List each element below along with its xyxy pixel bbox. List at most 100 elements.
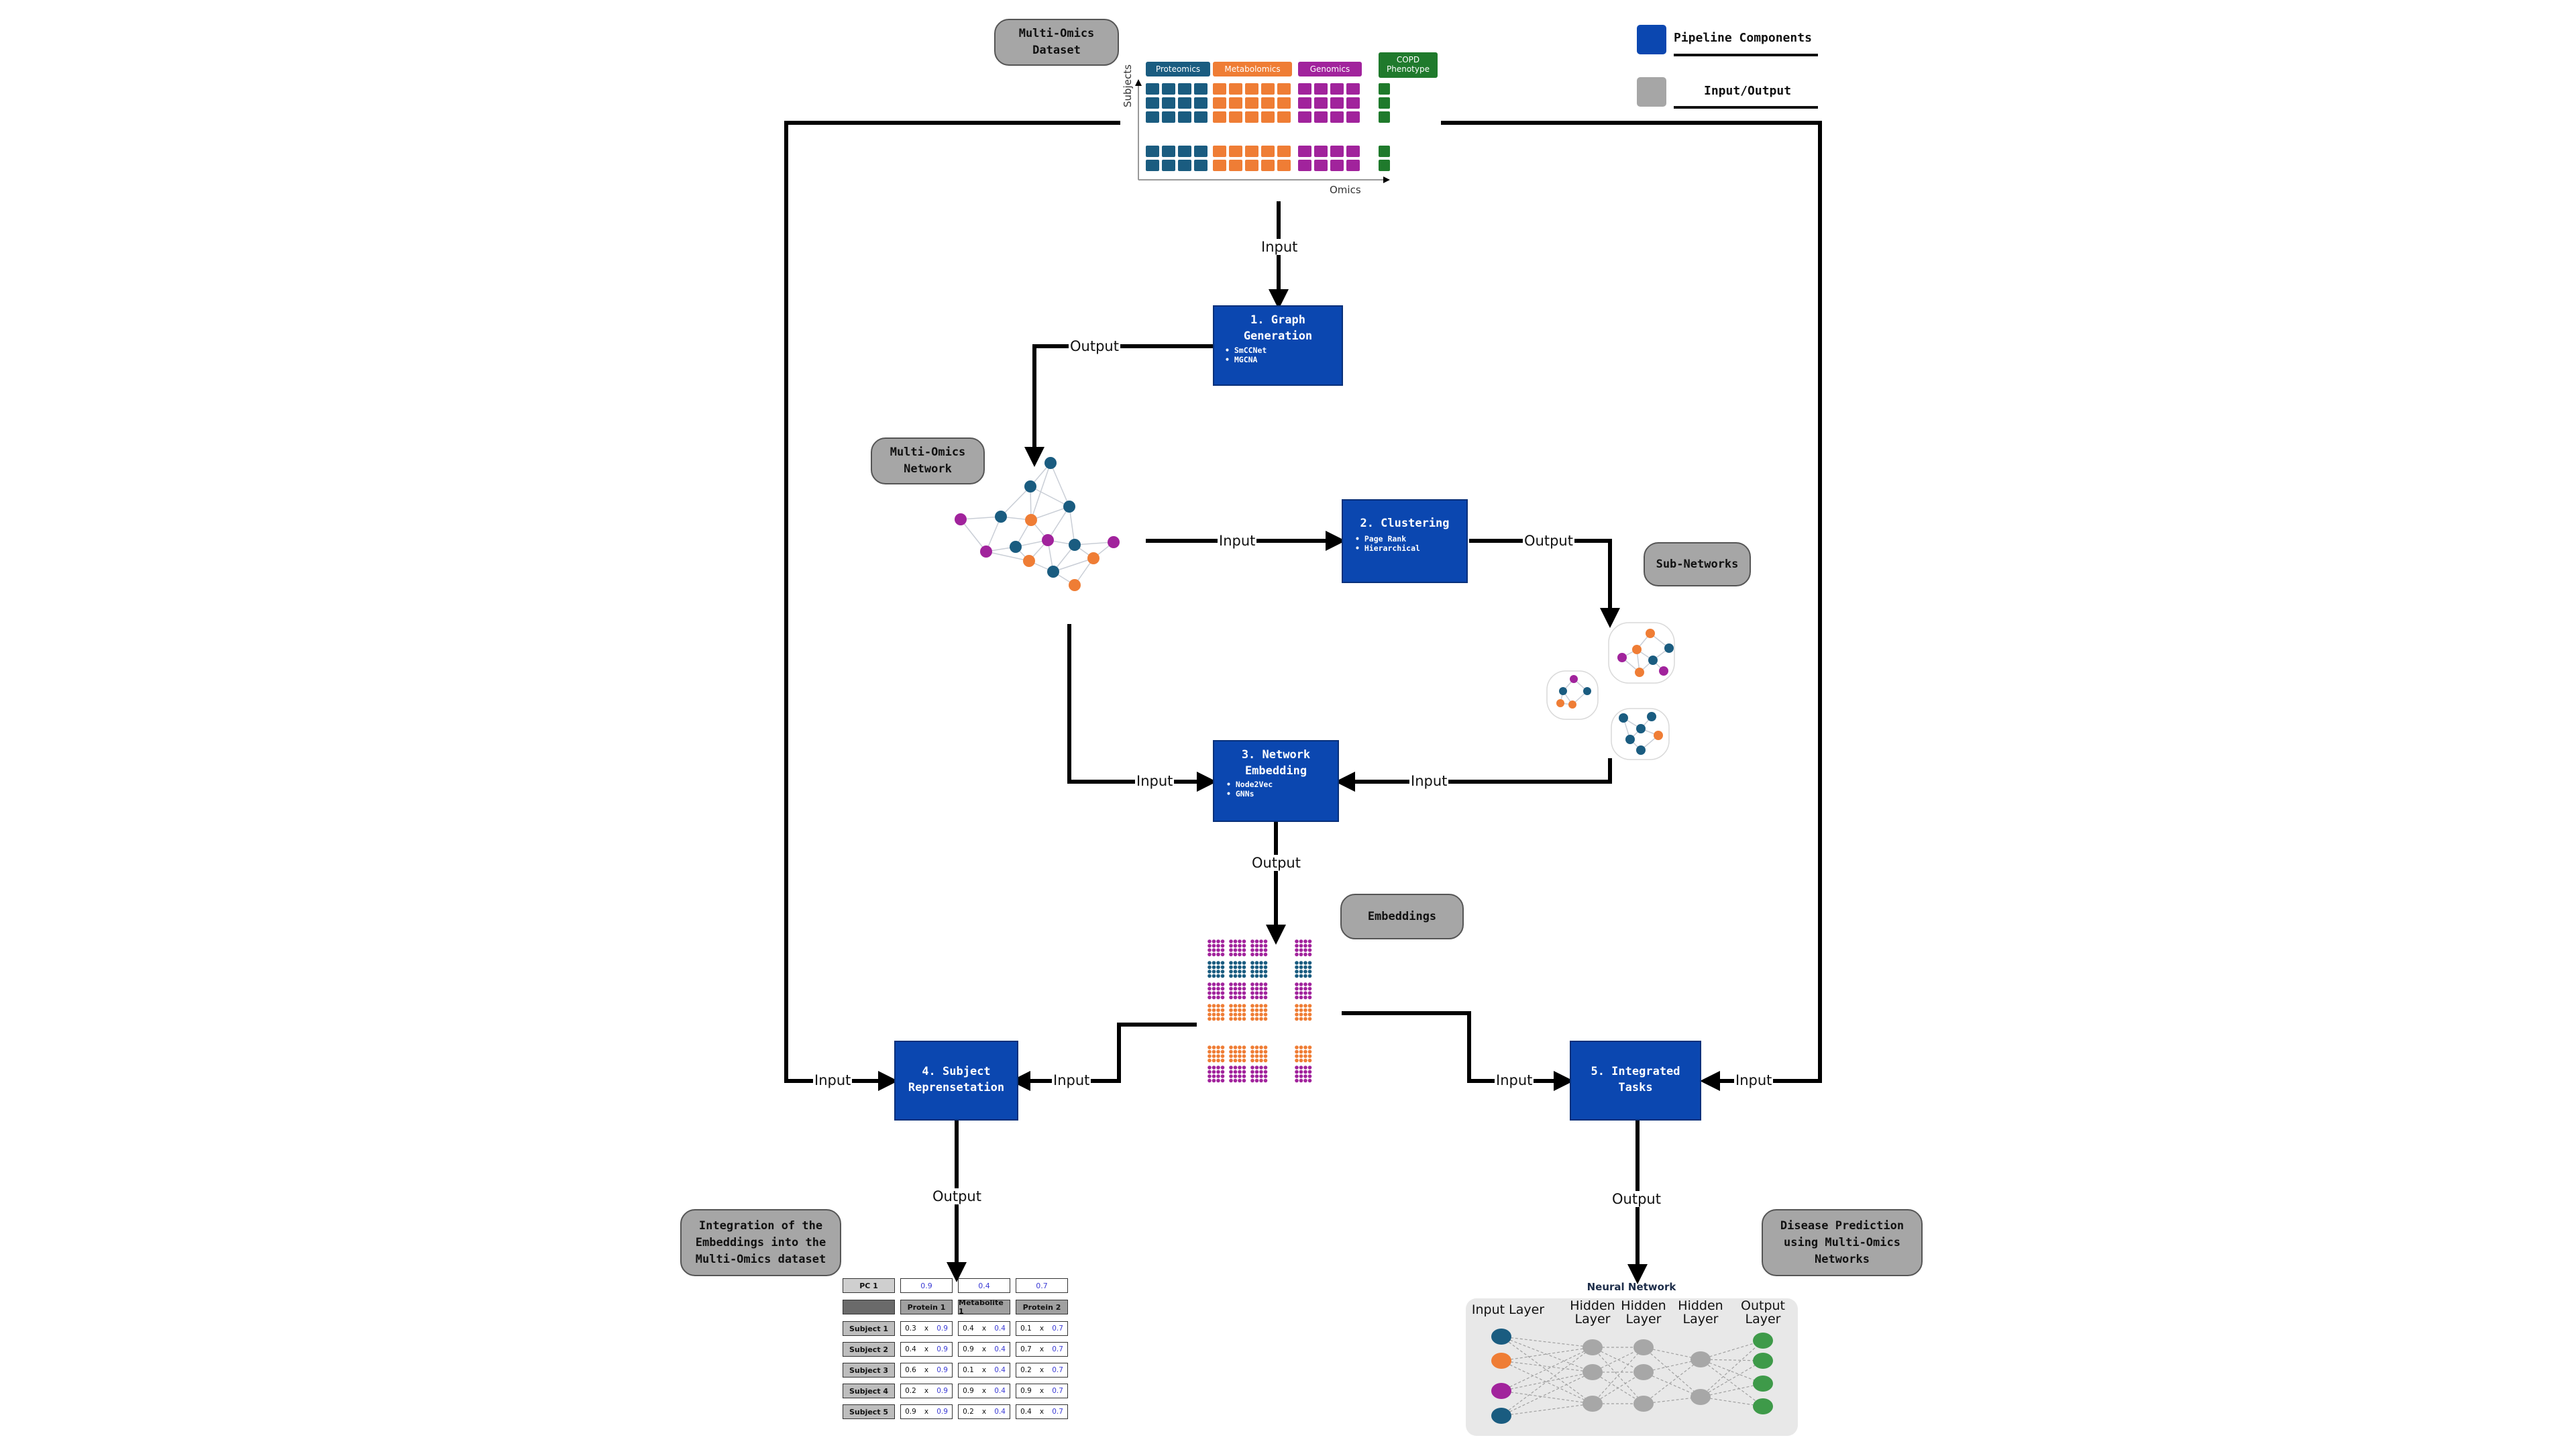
embedding-dot [1220, 1045, 1225, 1049]
embedding-dot [1220, 982, 1225, 986]
embedding-dot [1250, 986, 1254, 991]
step-subject-representation[interactable]: 4. Subject Reprensetation [894, 1041, 1018, 1121]
embedding-dot [1307, 961, 1312, 965]
embedding-dot [1250, 939, 1254, 943]
embedding-dot [1295, 961, 1299, 965]
embedding-dot [1263, 982, 1268, 986]
dataset-cell [1162, 97, 1175, 109]
graph-node [1636, 745, 1646, 755]
embedding-dot [1208, 995, 1212, 1000]
nn-node [1690, 1351, 1711, 1367]
embedding-dot [1307, 991, 1312, 995]
embedding-dot [1238, 1013, 1242, 1017]
embedding-dot [1233, 939, 1238, 943]
embedding-dot [1229, 1058, 1233, 1063]
step-clustering[interactable]: 2. Clustering • Page Rank • Hierarchical [1342, 499, 1468, 583]
embedding-dot [1238, 961, 1242, 965]
embedding-dot [1295, 965, 1299, 970]
embedding-dot [1307, 948, 1312, 952]
cell-times: x [1039, 1408, 1044, 1416]
embedding-dot [1216, 995, 1220, 1000]
embedding-dot [1295, 970, 1299, 974]
cell-times: x [924, 1345, 929, 1353]
embedding-dot [1299, 1054, 1303, 1058]
nn-node [1753, 1353, 1773, 1369]
embedding-dot [1263, 1070, 1268, 1074]
embedding-dot [1216, 1017, 1220, 1021]
embedding-dot [1220, 1054, 1225, 1058]
cell-value: 0.9 [1020, 1387, 1032, 1395]
dataset-cell [1330, 160, 1344, 171]
embedding-dot [1295, 991, 1299, 995]
embedding-dot [1242, 948, 1246, 952]
cell-weight: 0.4 [994, 1325, 1006, 1333]
embedding-dot [1250, 1066, 1254, 1070]
embedding-dot [1254, 939, 1259, 943]
embedding-dot [1307, 1074, 1312, 1078]
embedding-dot [1216, 1074, 1220, 1078]
embedding-dot [1259, 1070, 1263, 1074]
embedding-dot [1263, 1049, 1268, 1054]
edge-graph-generation-to-network [1024, 344, 1213, 467]
dataset-header-text: Phenotype [1387, 64, 1430, 74]
embedding-dot [1303, 961, 1307, 965]
embedding-dot [1238, 970, 1242, 974]
embedding-dot [1229, 1017, 1233, 1021]
embedding-dot [1303, 1049, 1307, 1054]
embedding-block [1208, 1045, 1225, 1063]
embedding-dot [1233, 982, 1238, 986]
embedding-dot [1263, 995, 1268, 1000]
graph-node [1010, 541, 1022, 553]
embedding-dot [1212, 1078, 1216, 1083]
embedding-dot [1254, 1070, 1259, 1074]
embedding-dot [1216, 1054, 1220, 1058]
embedding-dot [1299, 1004, 1303, 1008]
embedding-dot [1233, 1078, 1238, 1083]
embedding-dot [1208, 1049, 1212, 1054]
embedding-dot [1233, 1045, 1238, 1049]
dataset-header-bg [1298, 62, 1362, 76]
embedding-dot [1259, 939, 1263, 943]
embedding-dot [1212, 1066, 1216, 1070]
graph-node [1047, 566, 1059, 578]
embedding-dot [1254, 995, 1259, 1000]
graph-node [1023, 555, 1035, 567]
embedding-dot [1307, 970, 1312, 974]
embedding-dot [1238, 1045, 1242, 1049]
embedding-dot [1263, 970, 1268, 974]
embedding-dot [1307, 1070, 1312, 1074]
dataset-cell [1261, 97, 1275, 109]
embedding-dot [1299, 1074, 1303, 1078]
step-integrated-tasks[interactable]: 5. Integrated Tasks [1570, 1041, 1701, 1121]
dataset-cell [1379, 160, 1390, 171]
legend-pipeline-swatch [1637, 25, 1666, 54]
step-graph-generation[interactable]: 1. Graph Generation • SmCCNet • MGCNA [1213, 305, 1343, 386]
graph-node [1044, 457, 1057, 469]
sub-network-1 [1608, 622, 1675, 684]
pill-multi-omics-network: Multi-Omics Network [871, 437, 985, 484]
nn-edge [1643, 1359, 1701, 1404]
cell-weight: 0.9 [936, 1387, 948, 1395]
nn-edge [1501, 1347, 1593, 1416]
embedding-dot [1250, 1074, 1254, 1078]
embedding-block [1250, 961, 1268, 978]
embedding-dot [1307, 965, 1312, 970]
table-row-subject: Subject 2 [843, 1342, 895, 1357]
embedding-dot [1242, 986, 1246, 991]
embedding-dot [1220, 952, 1225, 957]
embedding-dot [1242, 1049, 1246, 1054]
step-network-embedding[interactable]: 3. Network Embedding • Node2Vec • GNNs [1213, 740, 1339, 822]
dataset-cell [1346, 146, 1360, 157]
embedding-dot [1254, 1004, 1259, 1008]
embedding-dot [1208, 1017, 1212, 1021]
graph-node [1632, 645, 1642, 654]
embedding-dot [1238, 1049, 1242, 1054]
edge-dataset-to-subject [784, 121, 1120, 1091]
method-item: • MGCNA [1225, 355, 1258, 364]
